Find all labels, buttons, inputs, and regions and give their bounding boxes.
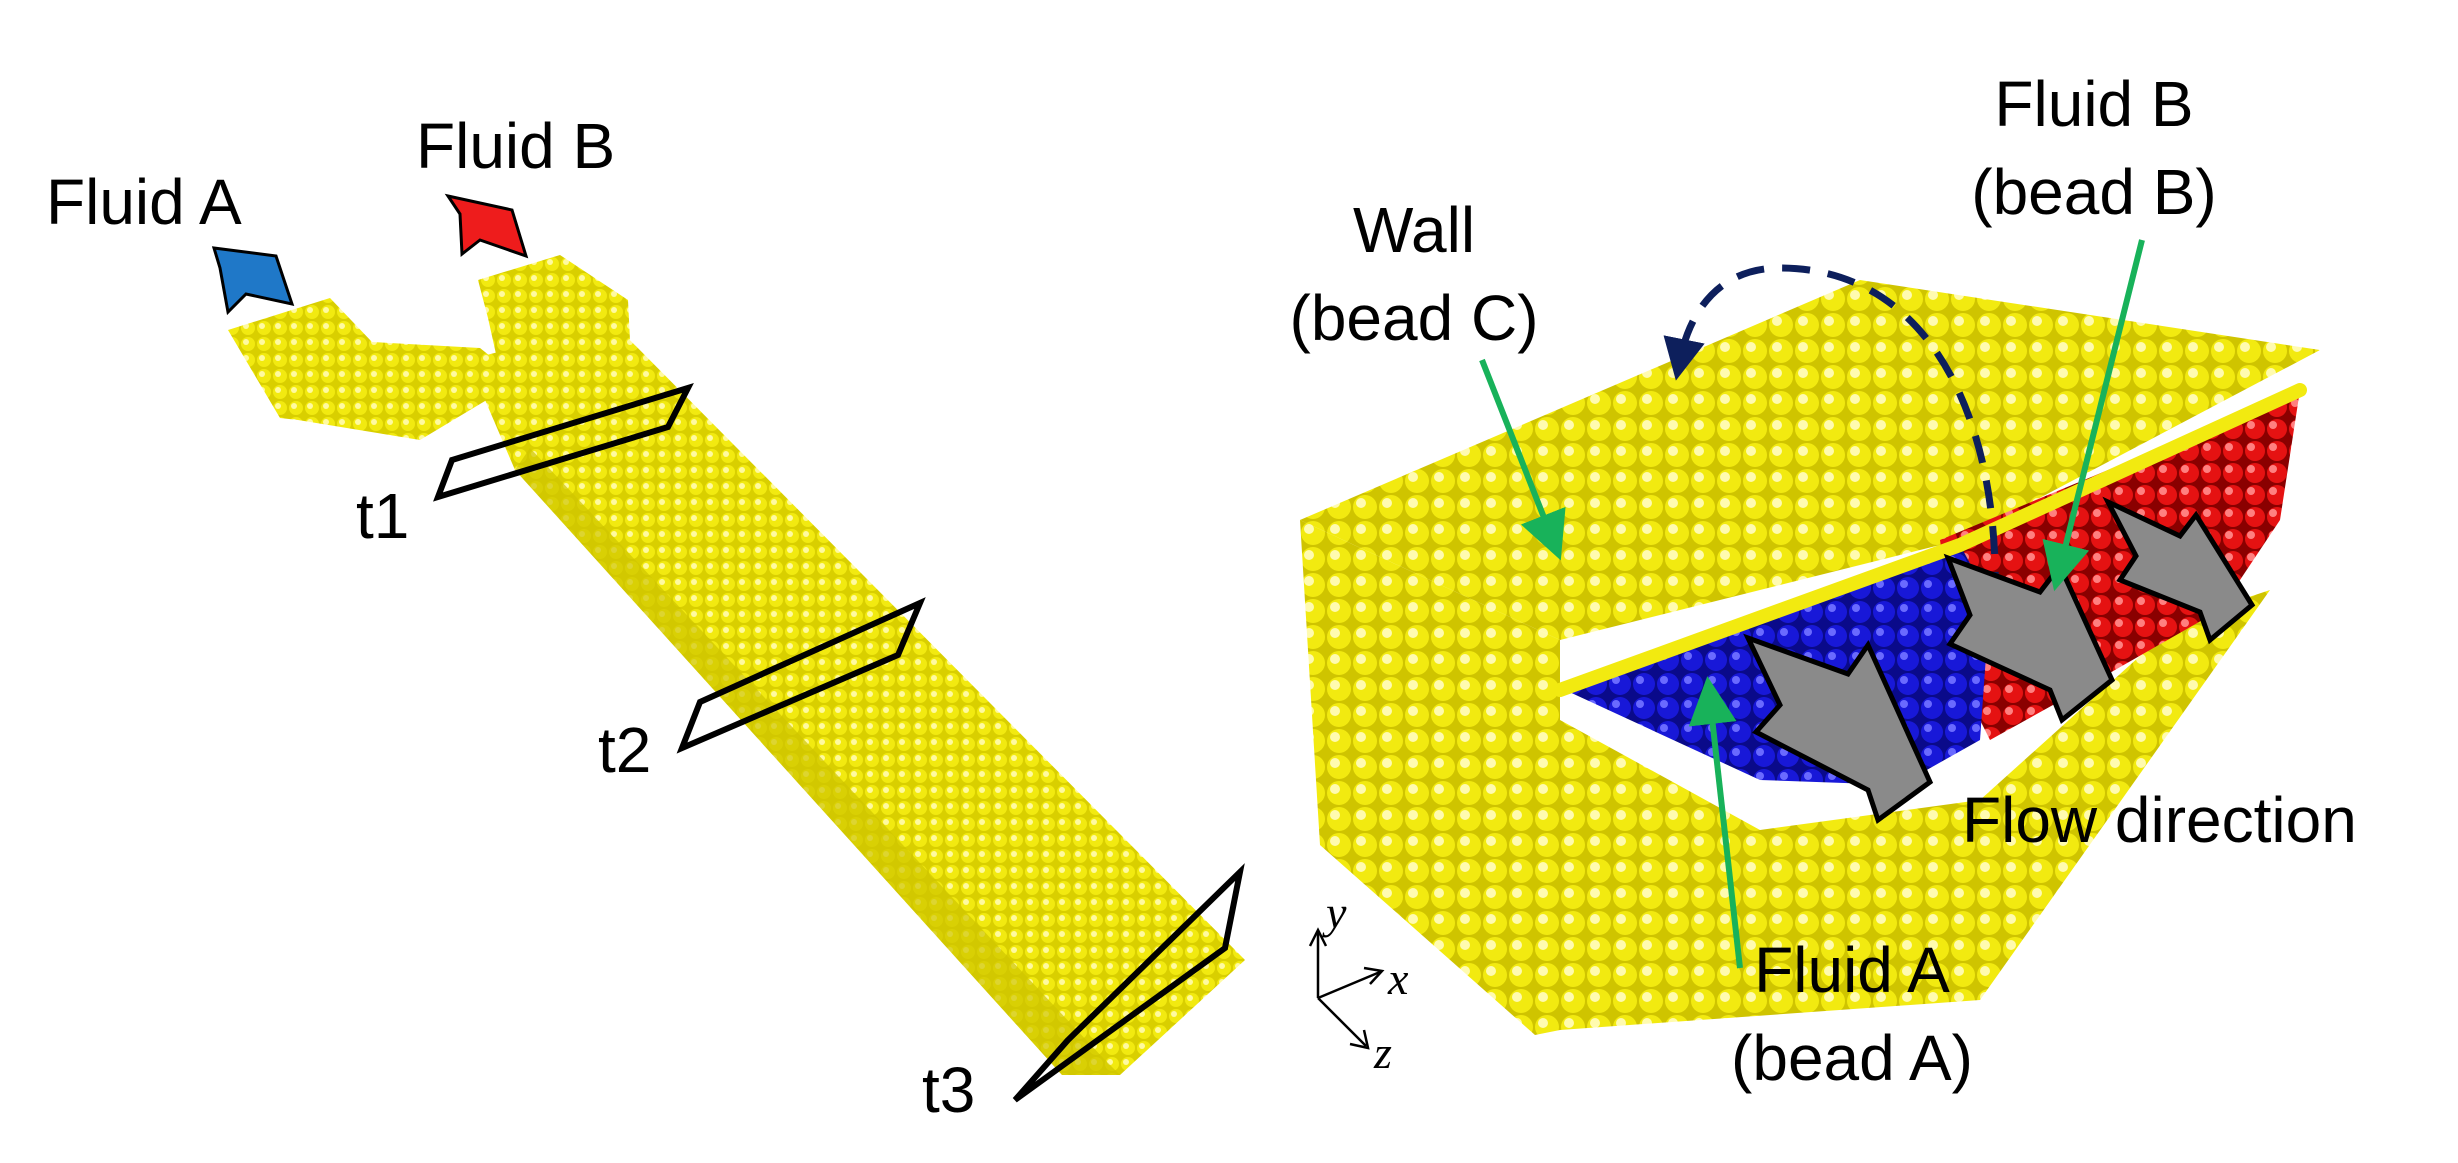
channel-main <box>468 322 1245 1075</box>
channel-section <box>1300 280 2320 1035</box>
plane-label-t1: t1 <box>356 480 409 552</box>
flow-direction-label: Flow direction <box>1962 784 2357 856</box>
wall-label-line1: Wall <box>1353 194 1475 266</box>
pointer-fluid-b <box>2042 239 2145 592</box>
fluid-a-bead-label-line2: (bead A) <box>1731 1022 1973 1094</box>
fluid-a-bead-label-line1: Fluid A <box>1754 934 1950 1006</box>
wall-label-line2: (bead C) <box>1290 282 1539 354</box>
axis-triad <box>1308 927 1385 1050</box>
plane-t2 <box>676 597 926 754</box>
flow-chevron-1 <box>1743 633 1934 825</box>
plane-label-t3: t3 <box>922 1054 975 1126</box>
fluid-b-bead-label-line1: Fluid B <box>1994 68 2193 140</box>
y-channel <box>228 255 1245 1075</box>
inlet-arrow-b <box>444 193 529 259</box>
wall-rim <box>1553 383 2307 697</box>
inlet-arrow-a <box>211 246 295 316</box>
fluid-b-label: Fluid B <box>416 110 615 182</box>
pointer-fluid-a <box>1688 676 1743 969</box>
channel-side-face <box>515 448 1120 1075</box>
fluid-a-label: Fluid A <box>46 166 242 238</box>
circulation-arrow <box>1663 264 1999 601</box>
plane-t3 <box>1012 863 1245 1103</box>
cutting-planes <box>433 383 1245 1103</box>
channel-arm-a <box>228 298 520 440</box>
plane-t1 <box>433 383 694 502</box>
axis-z-label: z <box>1373 1027 1392 1078</box>
pointer-wall <box>1479 358 1566 561</box>
axis-x-label: x <box>1387 953 1409 1004</box>
plane-label-t2: t2 <box>598 714 651 786</box>
flow-direction-arrows <box>1743 496 2256 825</box>
flow-chevron-3 <box>2102 496 2256 645</box>
wall-front-face <box>1300 520 1560 1035</box>
axis-y-label: y <box>1322 887 1347 938</box>
fluid-b-bead-label-line2: (bead B) <box>1971 156 2216 228</box>
pointers <box>1479 239 2145 969</box>
